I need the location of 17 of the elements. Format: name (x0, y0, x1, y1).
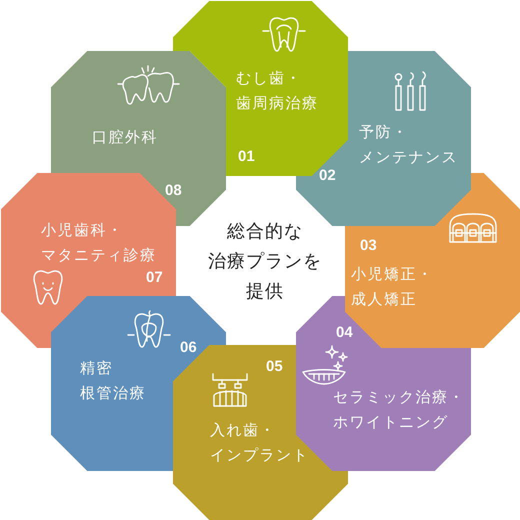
service-label: 入れ歯・インプラント (210, 420, 310, 466)
section-number: 03 (360, 237, 377, 255)
service-label: むし歯・歯周病治療 (236, 68, 320, 114)
section-number: 05 (266, 358, 283, 376)
section-number: 01 (238, 148, 255, 166)
service-label: 精密根管治療 (80, 358, 147, 404)
section-number: 06 (180, 339, 197, 357)
service-label: 口腔外科 (92, 127, 159, 148)
section-number: 02 (319, 167, 336, 185)
service-label: 小児矯正・成人矯正 (351, 264, 434, 310)
section-number: 08 (165, 182, 182, 200)
service-label: 小児歯科・マタニティ診療 (41, 220, 158, 266)
section-number: 07 (146, 269, 163, 287)
service-label: セラミック治療・ホワイトニング (333, 387, 466, 433)
service-label: 予防・メンテナンス (359, 122, 459, 168)
center-heading: 総合的な治療プランを提供 (207, 220, 323, 304)
section-number: 04 (336, 324, 353, 342)
